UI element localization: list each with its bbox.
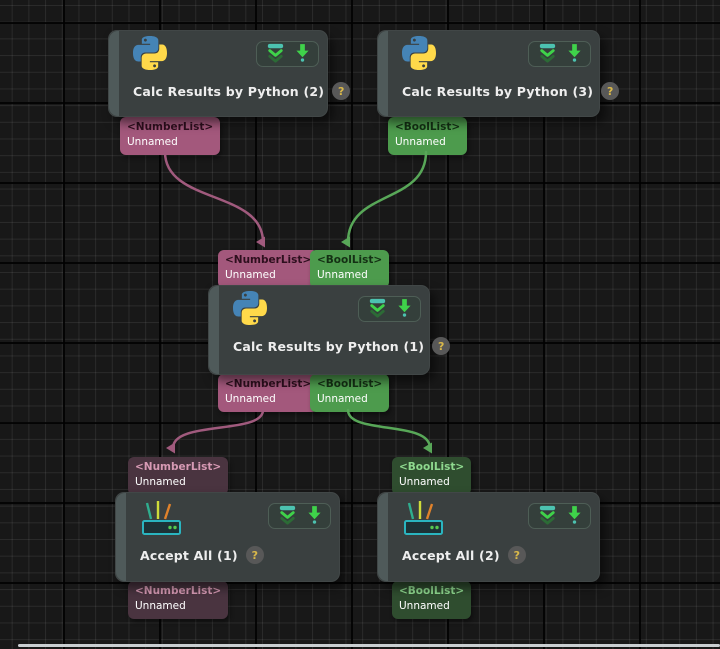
node-selection-strip — [109, 31, 119, 116]
port-name-label: Unnamed — [135, 476, 186, 488]
help-badge[interactable]: ? — [507, 546, 526, 564]
collapse-button[interactable] — [367, 297, 388, 322]
node-accept-all-2[interactable]: Accept All (2) ? — [377, 492, 600, 582]
node-title: Calc Results by Python (1) — [233, 338, 425, 354]
port-input-boollist[interactable]: <BoolList> Unnamed — [392, 457, 472, 495]
port-type-label: <NumberList> — [135, 461, 222, 473]
port-name-label: Unnamed — [399, 600, 450, 612]
update-button[interactable] — [397, 297, 412, 322]
node-toolbar — [528, 503, 591, 529]
port-name-label: Unnamed — [225, 393, 276, 405]
port-name-label: Unnamed — [317, 269, 368, 281]
help-badge[interactable]: ? — [601, 82, 620, 100]
node-title: Accept All (1) — [140, 547, 238, 563]
node-toolbar — [358, 296, 421, 322]
collapse-button[interactable] — [537, 42, 558, 67]
node-selection-strip — [209, 286, 219, 374]
port-type-label: <BoolList> — [395, 121, 461, 133]
arrow-down-icon — [295, 42, 310, 67]
receiver-icon — [140, 498, 186, 542]
wire-calc2-to-calc1[interactable] — [163, 150, 266, 248]
port-input-boollist[interactable]: <BoolList> Unnamed — [310, 250, 390, 288]
node-title: Calc Results by Python (3) — [402, 83, 594, 99]
update-button[interactable] — [567, 504, 582, 529]
port-name-label: Unnamed — [395, 136, 446, 148]
update-button[interactable] — [295, 42, 310, 67]
arrow-down-icon — [307, 504, 322, 529]
node-accept-all-1[interactable]: Accept All (1) ? — [115, 492, 340, 582]
node-calc-results-python-2[interactable]: Calc Results by Python (2) ? — [108, 30, 351, 117]
port-name-label: Unnamed — [127, 136, 178, 148]
help-badge[interactable]: ? — [432, 337, 451, 355]
port-type-label: <BoolList> — [317, 254, 383, 266]
port-output-numberlist[interactable]: <NumberList> Unnamed — [120, 117, 221, 155]
arrow-down-icon — [397, 297, 412, 322]
node-title: Calc Results by Python (2) — [133, 83, 325, 99]
collapse-button[interactable] — [265, 42, 286, 67]
help-badge[interactable]: ? — [332, 82, 351, 100]
port-output-numberlist[interactable]: <NumberList> Unnamed — [218, 374, 319, 412]
node-toolbar — [528, 41, 591, 67]
double-chevron-down-icon — [537, 504, 558, 529]
node-selection-strip — [378, 493, 388, 581]
double-chevron-down-icon — [277, 504, 298, 529]
wire-calc1-to-accept2[interactable] — [346, 408, 433, 454]
port-type-label: <BoolList> — [399, 585, 465, 597]
node-toolbar — [256, 41, 319, 67]
port-type-label: <BoolList> — [317, 378, 383, 390]
double-chevron-down-icon — [367, 297, 388, 322]
collapse-button[interactable] — [277, 504, 298, 529]
python-icon — [133, 36, 167, 74]
update-button[interactable] — [567, 42, 582, 67]
double-chevron-down-icon — [537, 42, 558, 67]
port-output-numberlist[interactable]: <NumberList> Unnamed — [128, 581, 229, 619]
port-input-numberlist[interactable]: <NumberList> Unnamed — [128, 457, 229, 495]
port-type-label: <NumberList> — [225, 378, 312, 390]
port-name-label: Unnamed — [399, 476, 450, 488]
port-name-label: Unnamed — [317, 393, 368, 405]
port-input-numberlist[interactable]: <NumberList> Unnamed — [218, 250, 319, 288]
python-icon — [402, 36, 436, 74]
node-title: Accept All (2) — [402, 547, 500, 563]
update-button[interactable] — [307, 504, 322, 529]
port-output-boollist[interactable]: <BoolList> Unnamed — [392, 581, 472, 619]
double-chevron-down-icon — [265, 42, 286, 67]
wire-calc3-to-calc1[interactable] — [341, 150, 428, 248]
port-type-label: <BoolList> — [399, 461, 465, 473]
port-type-label: <NumberList> — [135, 585, 222, 597]
help-badge[interactable]: ? — [245, 546, 264, 564]
port-output-boollist[interactable]: <BoolList> Unnamed — [310, 374, 390, 412]
arrow-down-icon — [567, 504, 582, 529]
collapse-button[interactable] — [537, 504, 558, 529]
horizontal-scrollbar[interactable] — [18, 644, 720, 647]
node-selection-strip — [116, 493, 126, 581]
receiver-icon — [402, 498, 448, 542]
port-output-boollist[interactable]: <BoolList> Unnamed — [388, 117, 468, 155]
python-icon — [233, 291, 267, 329]
port-type-label: <NumberList> — [127, 121, 214, 133]
node-selection-strip — [378, 31, 388, 116]
wire-calc1-to-accept1[interactable] — [166, 408, 265, 454]
port-name-label: Unnamed — [135, 600, 186, 612]
port-name-label: Unnamed — [225, 269, 276, 281]
node-calc-results-python-3[interactable]: Calc Results by Python (3) ? — [377, 30, 620, 117]
port-type-label: <NumberList> — [225, 254, 312, 266]
node-toolbar — [268, 503, 331, 529]
arrow-down-icon — [567, 42, 582, 67]
node-calc-results-python-1[interactable]: Calc Results by Python (1) ? — [208, 285, 451, 375]
